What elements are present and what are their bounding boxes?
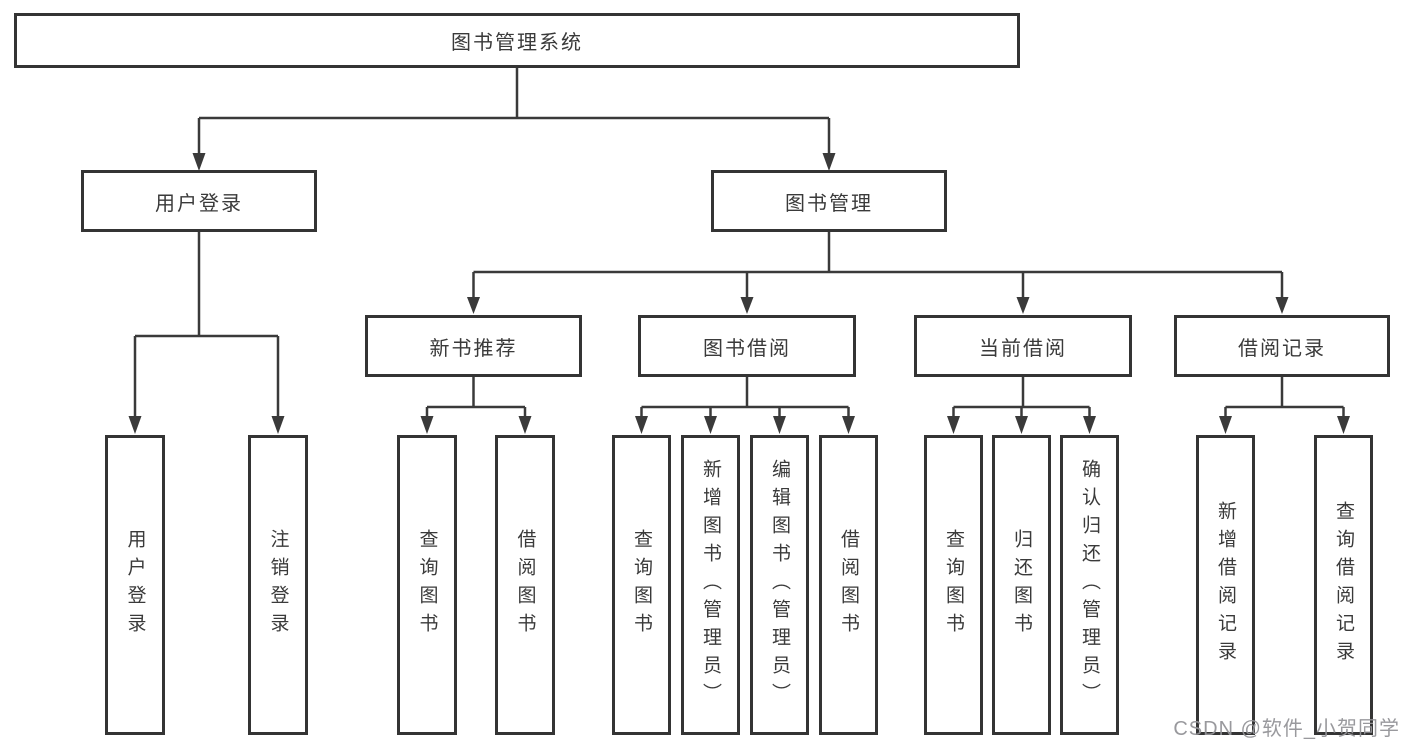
leaf-label: 确认归还（管理员） <box>1079 459 1100 711</box>
leaf-label: 归还图书 <box>1011 529 1032 641</box>
node-book-management: 图书管理 <box>711 170 947 232</box>
node-borrowing-records: 借阅记录 <box>1174 315 1390 377</box>
leaf-add-borrowing-record: 新增借阅记录 <box>1196 435 1255 735</box>
node-label: 图书借阅 <box>703 337 791 360</box>
leaf-label: 查询图书 <box>416 529 438 641</box>
node-user-login: 用户登录 <box>81 170 317 232</box>
node-label: 当前借阅 <box>979 337 1067 360</box>
leaf-search-books-borrowing: 查询图书 <box>612 435 671 735</box>
leaf-label: 编辑图书（管理员） <box>769 459 790 711</box>
leaf-search-books-recommend: 查询图书 <box>397 435 457 735</box>
leaf-search-borrowing-record: 查询借阅记录 <box>1314 435 1373 735</box>
leaf-add-books-admin: 新增图书（管理员） <box>681 435 740 735</box>
node-new-book-recommendation: 新书推荐 <box>365 315 582 377</box>
leaf-user-login: 用户登录 <box>105 435 165 735</box>
leaf-label: 新增图书（管理员） <box>700 459 721 711</box>
leaf-label: 用户登录 <box>124 529 146 641</box>
leaf-edit-books-admin: 编辑图书（管理员） <box>750 435 809 735</box>
node-label: 图书管理系统 <box>451 32 583 54</box>
leaf-borrow-books-recommend: 借阅图书 <box>495 435 555 735</box>
node-book-borrowing: 图书借阅 <box>638 315 856 377</box>
leaf-label: 新增借阅记录 <box>1215 501 1236 669</box>
leaf-borrow-books-borrowing: 借阅图书 <box>819 435 878 735</box>
arrowheads <box>128 153 1350 434</box>
leaf-return-books: 归还图书 <box>992 435 1051 735</box>
leaf-logout-login: 注销登录 <box>248 435 308 735</box>
leaf-label: 查询图书 <box>631 529 652 641</box>
node-library-management-system: 图书管理系统 <box>14 13 1020 68</box>
node-label: 借阅记录 <box>1238 337 1326 360</box>
node-label: 用户登录 <box>155 192 243 215</box>
node-label: 新书推荐 <box>429 337 518 360</box>
leaf-confirm-return-admin: 确认归还（管理员） <box>1060 435 1119 735</box>
leaf-label: 查询图书 <box>943 529 964 641</box>
leaf-label: 查询借阅记录 <box>1333 501 1354 669</box>
csdn-watermark: CSDN @软件_小贺同学 <box>1173 718 1400 740</box>
node-label: 图书管理 <box>785 192 873 215</box>
leaf-label: 借阅图书 <box>838 529 859 641</box>
leaf-label: 借阅图书 <box>514 529 536 641</box>
node-current-borrowing: 当前借阅 <box>914 315 1132 377</box>
leaf-search-books-current: 查询图书 <box>924 435 983 735</box>
leaf-label: 注销登录 <box>267 529 289 641</box>
